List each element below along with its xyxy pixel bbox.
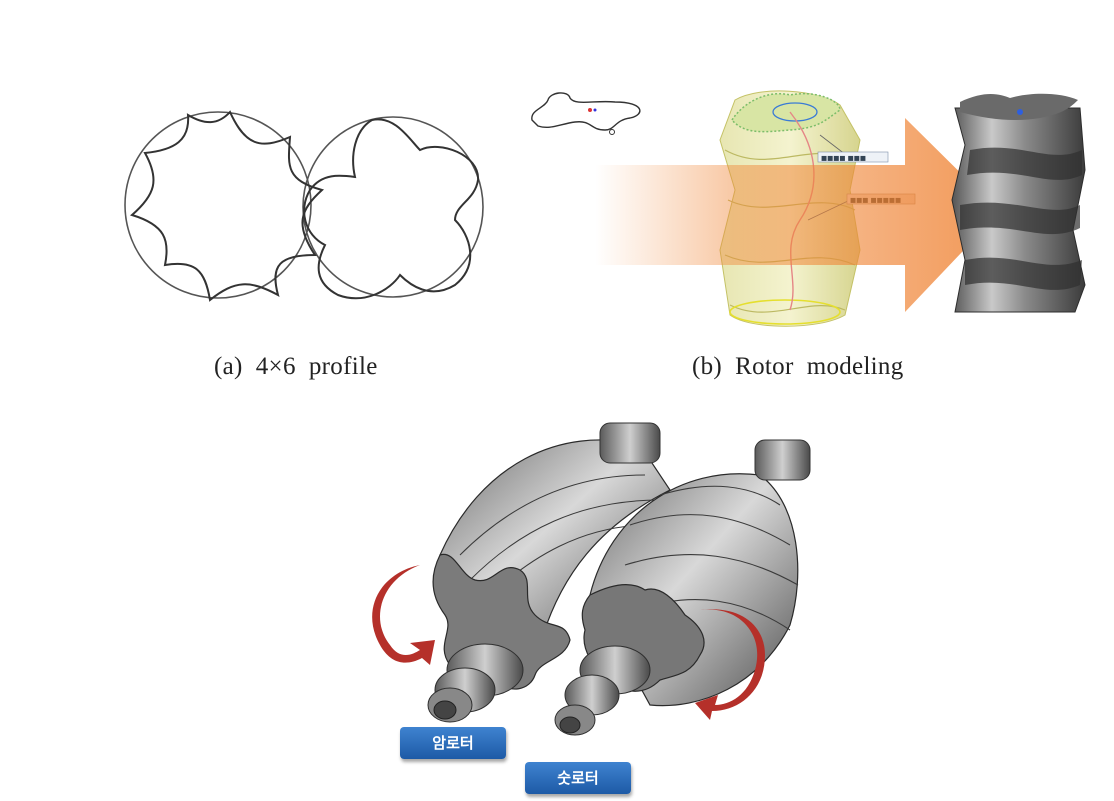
male-rotor-pitch-circle [302, 116, 484, 298]
svg-text:■■■■ ■■■: ■■■■ ■■■ [821, 154, 866, 162]
female-rotor [427, 422, 671, 723]
process-arrow [595, 118, 1000, 312]
male-rotation-arrow [695, 609, 765, 720]
caption-rotor-modeling: (b) Rotor modeling [692, 353, 904, 380]
rotor-profile-diagram [124, 110, 484, 302]
rotor-modeling-diagram: ■■■■ ■■■ ■■■ ■■■■■ [531, 90, 1086, 327]
rotor-assembly-3d [372, 422, 811, 736]
female-rotor-profile [129, 110, 325, 302]
profile-sketch [531, 92, 641, 135]
female-rotation-arrow [372, 565, 435, 665]
rotor-3d-model [951, 93, 1086, 313]
female-rotor-label: 암로터 [400, 727, 506, 759]
male-rotor-profile [303, 118, 480, 300]
female-rotor-pitch-circle [124, 111, 312, 299]
male-rotor [554, 439, 811, 736]
male-rotor-label: 숫로터 [525, 762, 631, 794]
caption-profile: (a) 4×6 profile [214, 353, 378, 380]
sketch-annotation-1 [817, 151, 889, 163]
